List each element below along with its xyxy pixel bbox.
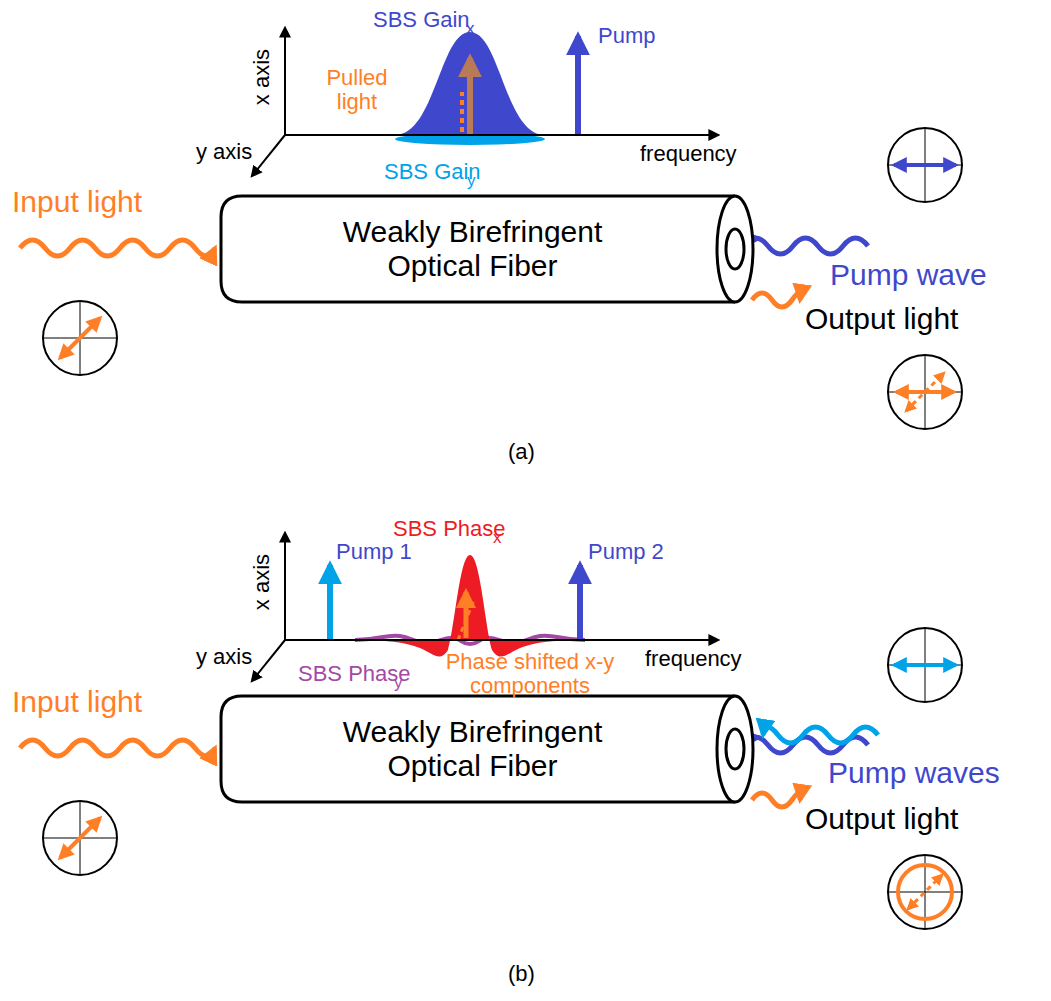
axis-label: x axis [250, 554, 274, 610]
fiber-label: Weakly Birefringent Optical Fiber [308, 715, 638, 784]
axis-label: y axis [196, 645, 252, 669]
light-label: Output light [805, 302, 958, 335]
pump-label: Pump 1 [336, 540, 412, 564]
curve-label: SBS Phase [393, 517, 506, 541]
curve-label: SBS Gain [373, 8, 470, 32]
pump-label: Pump wave [830, 258, 987, 291]
axis-label: x axis [250, 49, 274, 105]
arrow-label: Pulled light [322, 66, 392, 114]
panel-label: (b) [508, 962, 535, 986]
light-label: Input light [12, 185, 142, 218]
pump-label: Pump 2 [588, 540, 664, 564]
axis-label: frequency [645, 647, 742, 671]
subscript: y [394, 674, 403, 693]
arrow-label: Phase shifted x-y components [430, 650, 630, 698]
subscript: x [466, 20, 475, 39]
panel-label: (a) [508, 440, 535, 464]
pump-label: Pump waves [828, 756, 1000, 789]
pump-label: Pump [598, 24, 655, 48]
light-label: Input light [12, 685, 142, 718]
subscript: x [493, 529, 502, 548]
polarization-a [43, 128, 962, 429]
polarization-b [43, 628, 962, 929]
axis-label: y axis [196, 140, 252, 164]
axis-label: frequency [640, 142, 737, 166]
subscript: y [467, 172, 476, 191]
light-label: Output light [805, 802, 958, 835]
fiber-label: Weakly Birefringent Optical Fiber [308, 215, 638, 284]
fiber-cylinder: Weakly Birefringent Optical Fiber [220, 195, 755, 303]
curve-label: SBS Phase [298, 662, 411, 686]
fiber-cylinder: Weakly Birefringent Optical Fiber [220, 695, 755, 803]
curve-label: SBS Gain [384, 160, 481, 184]
